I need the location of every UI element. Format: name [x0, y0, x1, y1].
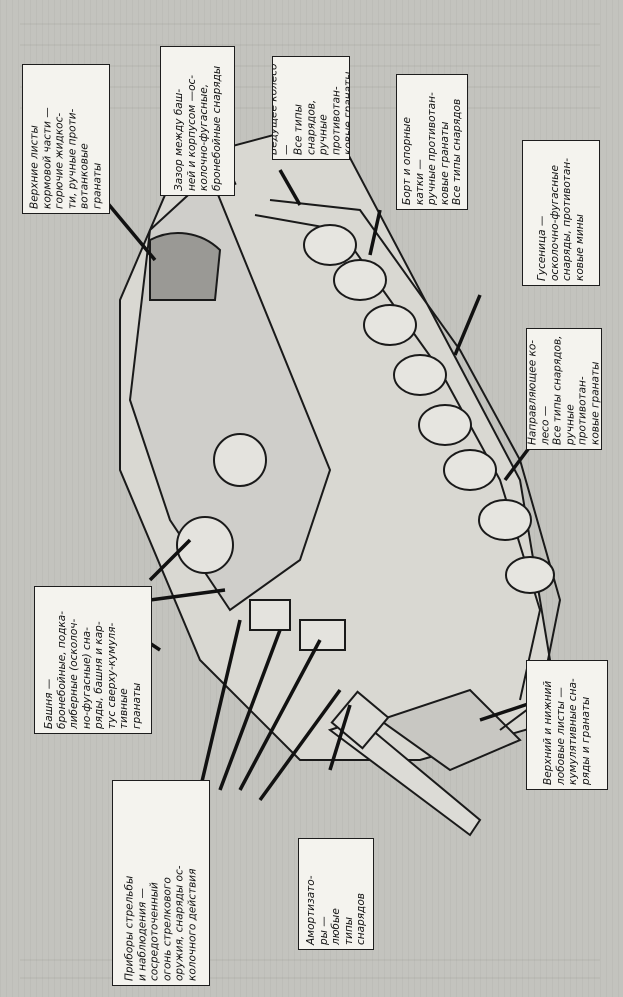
callout-drive-ring-text: Ведущее колесо — Все типы снарядов, ручн…: [272, 63, 350, 155]
track-and-wheels: [254, 199, 562, 731]
callout-upper-sheets-text: Верхние листы кормовой части — горючие ж…: [28, 107, 104, 209]
callout-sights-text: Приборы стрельбы и наблюдения — сосредот…: [123, 865, 199, 981]
callout-turret-text: Башня — бронебойные, подка- либерные (ос…: [43, 610, 143, 729]
gun-barrel-drawing: [327, 690, 482, 837]
callout-drive-ring: Ведущее колесо — Все типы снарядов, ручн…: [272, 56, 350, 160]
callout-side-support-text: Борт и опорные катки — ручные противотан…: [400, 92, 463, 205]
callout-side-support: Борт и опорные катки — ручные противотан…: [396, 74, 468, 210]
callout-shock-absorbers-text: Амортизато- ры — любые типы снарядов: [304, 875, 367, 945]
callout-hull-turret-gap-text: Зазор между баш- ней и корпусом —ос- кол…: [172, 65, 223, 191]
callout-upper-sheets: Верхние листы кормовой части — горючие ж…: [22, 64, 110, 214]
callout-sights: Приборы стрельбы и наблюдения — сосредот…: [112, 780, 210, 986]
turret-drawing: [149, 232, 346, 651]
callout-idler-text: Направляющее ко- лесо — Все типы снарядо…: [526, 335, 601, 445]
callout-track-text: Гусеница — осколочно-фугасные снаряды, п…: [536, 158, 586, 281]
callout-shock-absorbers: Амортизато- ры — любые типы снарядов: [298, 838, 374, 950]
callout-idler: Направляющее ко- лесо — Все типы снарядо…: [526, 328, 602, 450]
callout-front-sheets: Верхний и нижний лобовые листы — кумулят…: [526, 660, 608, 790]
callout-front-sheets-text: Верхний и нижний лобовые листы — кумулят…: [542, 678, 592, 785]
callout-track: Гусеница — осколочно-фугасные снаряды, п…: [522, 140, 600, 286]
callout-turret: Башня — бронебойные, подка- либерные (ос…: [34, 586, 152, 734]
callout-hull-turret-gap: Зазор между баш- ней и корпусом —ос- кол…: [160, 46, 235, 196]
tank-hull-drawing: [119, 118, 562, 772]
